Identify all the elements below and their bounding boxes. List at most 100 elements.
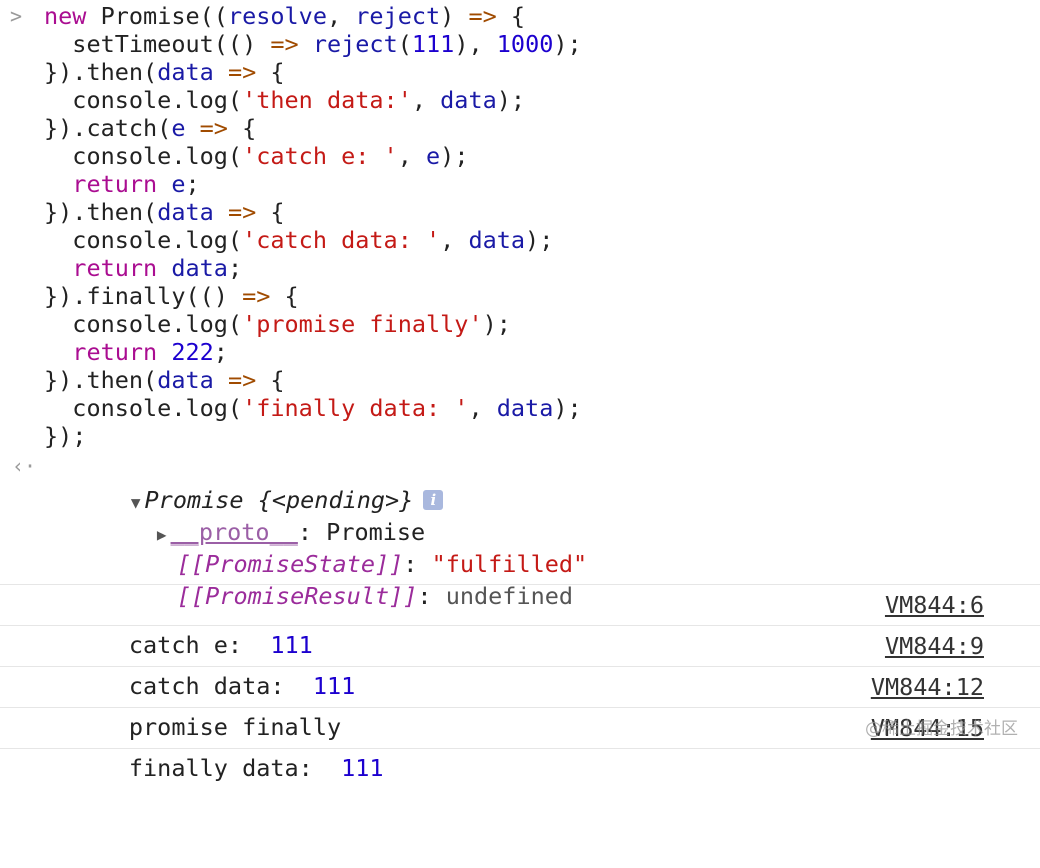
info-icon[interactable]: i	[423, 490, 444, 510]
code-token: ,	[397, 142, 427, 170]
proto-key: __proto__	[170, 518, 298, 546]
code-token	[44, 170, 72, 198]
code-editor[interactable]: new Promise((resolve, reject) => { setTi…	[0, 2, 1040, 450]
code-line: });	[0, 422, 1040, 450]
source-link[interactable]: VM844:9	[884, 632, 984, 660]
code-token: 222	[171, 338, 214, 366]
collapse-triangle-icon[interactable]: ▶	[156, 525, 167, 544]
console-input-block[interactable]: > new Promise((resolve, reject) => { set…	[0, 0, 1040, 450]
code-token: ,	[440, 226, 469, 254]
code-token: data	[157, 198, 214, 226]
log-row: catch data: 111 VM844:9	[0, 625, 1040, 700]
code-token: Promise((	[86, 2, 228, 30]
code-token	[44, 338, 72, 366]
log-value: 111	[341, 754, 384, 782]
source-link[interactable]: VM844:6	[884, 591, 984, 619]
code-token: data	[157, 366, 214, 394]
code-token: 1000	[496, 30, 554, 58]
code-token	[299, 30, 313, 58]
promise-result-value: undefined	[445, 582, 574, 610]
code-token: resolve	[227, 2, 327, 30]
code-line: console.log('catch e: ', e);	[0, 142, 1040, 170]
code-line: console.log('finally data: ', data);	[0, 394, 1040, 422]
code-token: console.log(	[44, 310, 243, 338]
code-token	[44, 254, 72, 282]
code-token: {	[270, 282, 299, 310]
code-token: e	[171, 114, 186, 142]
proto-value: : Promise	[297, 518, 426, 546]
code-token: ,	[411, 86, 441, 114]
code-token: reject	[312, 30, 398, 58]
code-token: reject	[355, 2, 441, 30]
code-token: (	[397, 30, 412, 58]
code-token: new	[44, 2, 87, 30]
code-token: console.log(	[44, 226, 243, 254]
promise-result-row: [[PromiseResult]]: undefined	[0, 548, 1040, 610]
code-token: {	[227, 114, 257, 142]
log-message: catch data:	[128, 672, 313, 700]
code-token: {	[256, 198, 285, 226]
code-token	[214, 198, 228, 226]
promise-state-value: "fulfilled"	[431, 550, 588, 578]
code-token: return	[72, 338, 158, 366]
code-token: );	[553, 394, 582, 422]
code-token: 'finally data: '	[242, 394, 469, 422]
code-token: console.log(	[44, 394, 243, 422]
code-line: return data;	[0, 254, 1040, 282]
code-line: console.log('promise finally');	[0, 310, 1040, 338]
code-line: console.log('then data:', data);	[0, 86, 1040, 114]
source-link[interactable]: VM844:15	[870, 714, 984, 742]
code-token: );	[496, 86, 526, 114]
code-line: }).finally(() => {	[0, 282, 1040, 310]
code-line: console.log('catch data: ', data);	[0, 226, 1040, 254]
code-token: {	[256, 366, 285, 394]
code-token: return	[72, 170, 158, 198]
log-value: 111	[270, 631, 313, 659]
code-line: return e;	[0, 170, 1040, 198]
evaluation-result: ‹· ▼Promise {<pending>}i ▶__proto__: Pro…	[0, 452, 1040, 610]
code-token: 'promise finally'	[242, 310, 483, 338]
code-token: }).finally(()	[44, 282, 243, 310]
code-token	[186, 114, 200, 142]
code-line: }).then(data => {	[0, 366, 1040, 394]
code-line: new Promise((resolve, reject) => {	[0, 2, 1040, 30]
code-line: setTimeout(() => reject(111), 1000);	[0, 30, 1040, 58]
code-token: ,	[468, 394, 497, 422]
source-link[interactable]: VM844:12	[870, 673, 984, 701]
code-token: =>	[227, 366, 257, 394]
promise-object-row[interactable]: ▼Promise {<pending>} i	[0, 452, 1040, 514]
code-token: data	[171, 254, 228, 282]
code-token: console.log(	[44, 86, 243, 114]
code-token: =>	[270, 30, 299, 58]
promise-result-key: [[PromiseResult]]	[176, 582, 418, 610]
code-token	[157, 170, 171, 198]
code-token: );	[440, 142, 469, 170]
code-token: data	[496, 394, 554, 422]
log-value: 111	[312, 672, 356, 700]
proto-row[interactable]: ▶__proto__: Promise	[0, 484, 1040, 546]
code-token: }).then(	[44, 198, 158, 226]
promise-head-text: Promise {<pending>}	[144, 486, 414, 514]
code-token: ;	[213, 338, 228, 366]
code-token: ,	[326, 2, 356, 30]
expand-triangle-icon[interactable]: ▼	[130, 493, 141, 512]
code-token: e	[171, 170, 186, 198]
code-token: 'then data:'	[242, 86, 412, 114]
code-token: =>	[227, 58, 257, 86]
code-token: e	[426, 142, 441, 170]
code-token: 'catch data: '	[242, 226, 441, 254]
log-message: promise finally	[128, 713, 342, 741]
code-token: data	[440, 86, 497, 114]
code-token	[157, 254, 171, 282]
log-message: finally data:	[128, 754, 342, 782]
code-line: }).then(data => {	[0, 198, 1040, 226]
code-line: return 222;	[0, 338, 1040, 366]
colon-separator: :	[403, 550, 432, 578]
code-token: });	[44, 422, 87, 450]
promise-state-row: [[PromiseState]]: "fulfilled"	[0, 516, 1040, 578]
log-message: catch e:	[128, 631, 271, 659]
code-token: =>	[468, 2, 497, 30]
code-token: }).then(	[44, 58, 158, 86]
code-token: {	[496, 2, 526, 30]
code-line: }).then(data => {	[0, 58, 1040, 86]
